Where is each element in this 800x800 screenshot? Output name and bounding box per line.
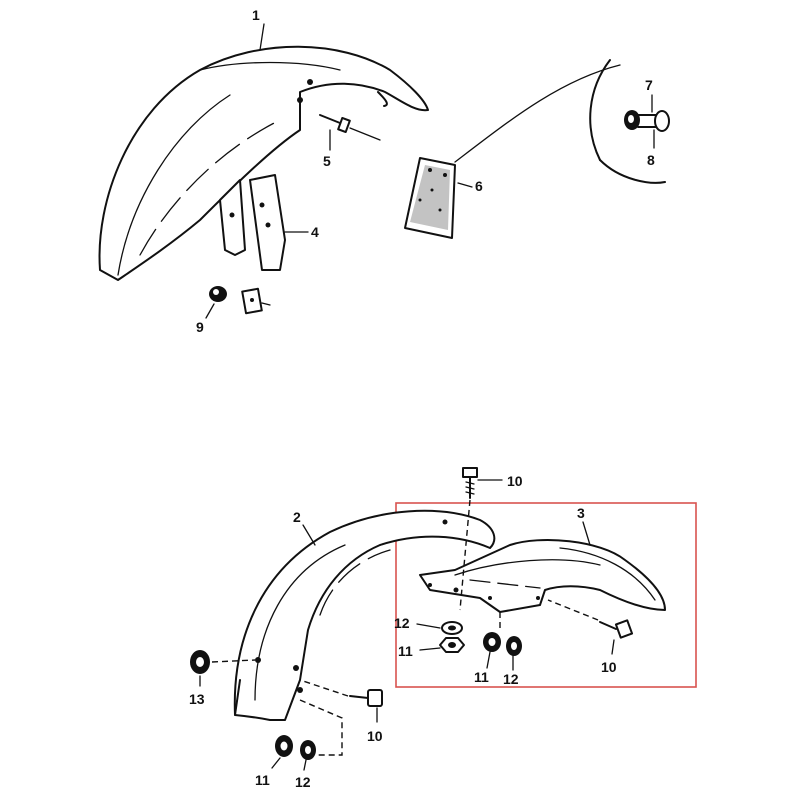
detail-view-circle	[589, 59, 666, 184]
callout-5: 5	[323, 153, 331, 169]
washer-part-12-middle[interactable]	[506, 636, 522, 656]
callout-8: 8	[647, 152, 655, 168]
callout-10-bottom: 10	[367, 728, 383, 744]
badge-part-6[interactable]	[404, 157, 456, 239]
bracket-part-4[interactable]	[219, 174, 286, 271]
highlight-frame-part-3	[395, 502, 697, 688]
washer-part-12-bottom[interactable]	[300, 740, 316, 760]
callout-10-top: 10	[507, 473, 523, 489]
bolt-part-10-frame[interactable]	[599, 619, 634, 639]
nut-part-8[interactable]	[654, 110, 670, 132]
front-mudguard-part-1[interactable]	[98, 45, 429, 281]
callout-3: 3	[577, 505, 585, 521]
callout-12-frame-middle: 12	[503, 671, 519, 687]
callout-12-frame-left: 12	[394, 615, 410, 631]
nut-part-11-bottom[interactable]	[275, 735, 293, 757]
fender-extension-part-3[interactable]	[419, 539, 666, 613]
screw-part-7[interactable]	[624, 110, 661, 130]
callout-1: 1	[252, 7, 260, 23]
callout-2: 2	[293, 509, 301, 525]
callout-11-frame-middle: 11	[474, 669, 489, 685]
callout-11-frame-left: 11	[398, 643, 413, 659]
bolt-part-10-bottom[interactable]	[349, 689, 383, 707]
washer-part-12-left[interactable]	[441, 621, 463, 635]
callout-10-frame: 10	[601, 659, 617, 675]
bolt-part-10-top[interactable]	[462, 467, 478, 499]
nut-part-11-middle[interactable]	[483, 632, 501, 652]
nut-part-9[interactable]	[209, 286, 271, 315]
callout-13: 13	[189, 691, 205, 707]
bolt-part-5[interactable]	[319, 114, 381, 141]
fender-part-2[interactable]	[233, 509, 496, 721]
nut-part-11-left[interactable]	[439, 637, 465, 653]
callout-6: 6	[475, 178, 483, 194]
callout-11-bottom: 11	[255, 772, 270, 788]
callout-4: 4	[311, 224, 319, 240]
callout-7: 7	[645, 77, 653, 93]
callout-12-bottom: 12	[295, 774, 311, 790]
nut-part-13[interactable]	[190, 650, 210, 674]
callout-9: 9	[196, 319, 204, 335]
